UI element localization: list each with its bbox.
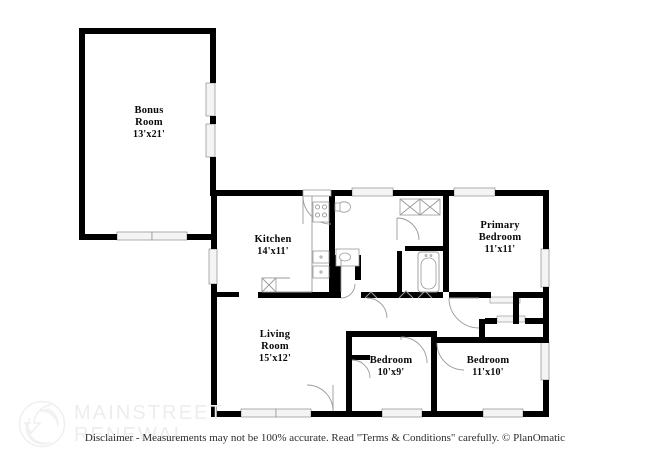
fixture-group [261, 196, 441, 293]
room-label-bedroom-3: Bedroom 11'x10' [444, 355, 532, 378]
room-label-bedroom-2: Bedroom 10'x9' [350, 355, 432, 378]
room-dimensions: 10'x9' [377, 366, 405, 378]
room-name-line1: Living [259, 329, 291, 340]
room-dimensions: 13'x21' [133, 128, 165, 140]
room-name-line1: Bonus [134, 105, 164, 116]
room-dimensions: 14'x11' [257, 245, 289, 257]
room-dimensions: 15'x12' [259, 352, 291, 364]
room-dimensions: 11'x10' [472, 366, 504, 378]
bathroom-sink-vanity [335, 248, 360, 267]
room-label-living-room: Living Room 15'x12' [231, 329, 319, 364]
kitchen-range-cooktop [312, 201, 330, 223]
room-label-kitchen: Kitchen 14'x11' [229, 234, 317, 257]
room-name-line2: Bedroom [478, 231, 522, 243]
room-name-line1: Primary [480, 220, 520, 231]
window-group [116, 82, 550, 418]
bathroom-bathtub [417, 251, 440, 293]
room-name-line2: Room [135, 116, 163, 128]
disclaimer-text: Disclaimer - Measurements may not be 100… [84, 432, 566, 444]
room-label-bonus-room: Bonus Room 13'x21' [105, 105, 193, 140]
room-name-line1: Bedroom [466, 355, 510, 366]
wall-group [79, 28, 549, 417]
kitchen-sink [312, 250, 330, 279]
room-name-line1: Kitchen [254, 234, 292, 245]
bathroom-toilet [334, 201, 351, 213]
room-name-line2: Room [261, 340, 289, 352]
door-swing-group [302, 189, 480, 412]
kitchen-corner-cabinet [261, 277, 277, 293]
room-name-line1: Bedroom [369, 355, 413, 366]
closet-shelving [399, 198, 441, 216]
room-dimensions: 11'x11' [484, 243, 516, 255]
room-label-primary-bedroom: Primary Bedroom 11'x11' [455, 220, 545, 255]
